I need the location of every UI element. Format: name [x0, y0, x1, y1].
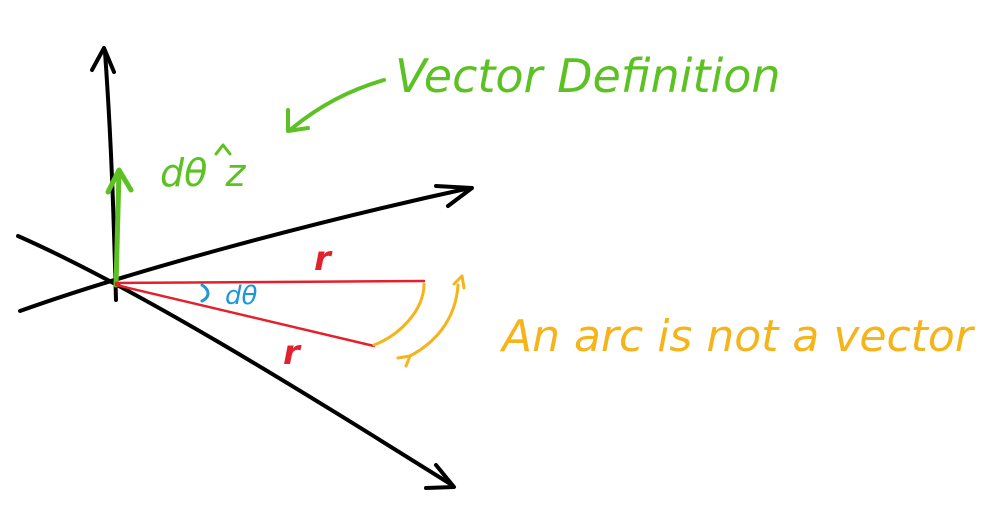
vector-label-main: dθ [160, 151, 207, 195]
z-hat-caret [214, 143, 232, 156]
angle-label: dθ [225, 281, 258, 311]
axes [16, 46, 474, 490]
radius-lines [114, 279, 426, 348]
vector-shaft [113, 169, 122, 288]
arc-pointer [408, 283, 460, 358]
vector-arrowhead [105, 167, 134, 195]
radius-label-lower: r [283, 333, 302, 373]
radius-upper-line [114, 279, 426, 285]
arc-pointer-head-bottom [396, 354, 412, 368]
angular-vector [105, 167, 134, 288]
vector-label: dθ z [160, 151, 246, 195]
radius-label-upper: r [314, 239, 333, 279]
arc-note: An arc is not a vector [499, 311, 976, 362]
title-pointer [288, 78, 386, 132]
x-axis-arrowhead [434, 184, 474, 208]
x-axis [18, 186, 472, 313]
diagram-title: Vector Definition [395, 49, 781, 103]
radius-lower-line [114, 283, 376, 348]
angle-arc [200, 283, 210, 303]
z-axis-arrowhead [90, 46, 116, 74]
vector-label-hat: z [224, 151, 246, 195]
arc-pointer-head-top [452, 274, 466, 290]
y-axis-arrowhead [424, 463, 456, 490]
y-axis [16, 234, 454, 487]
title-pointer-head [286, 108, 310, 133]
arc [372, 282, 426, 347]
